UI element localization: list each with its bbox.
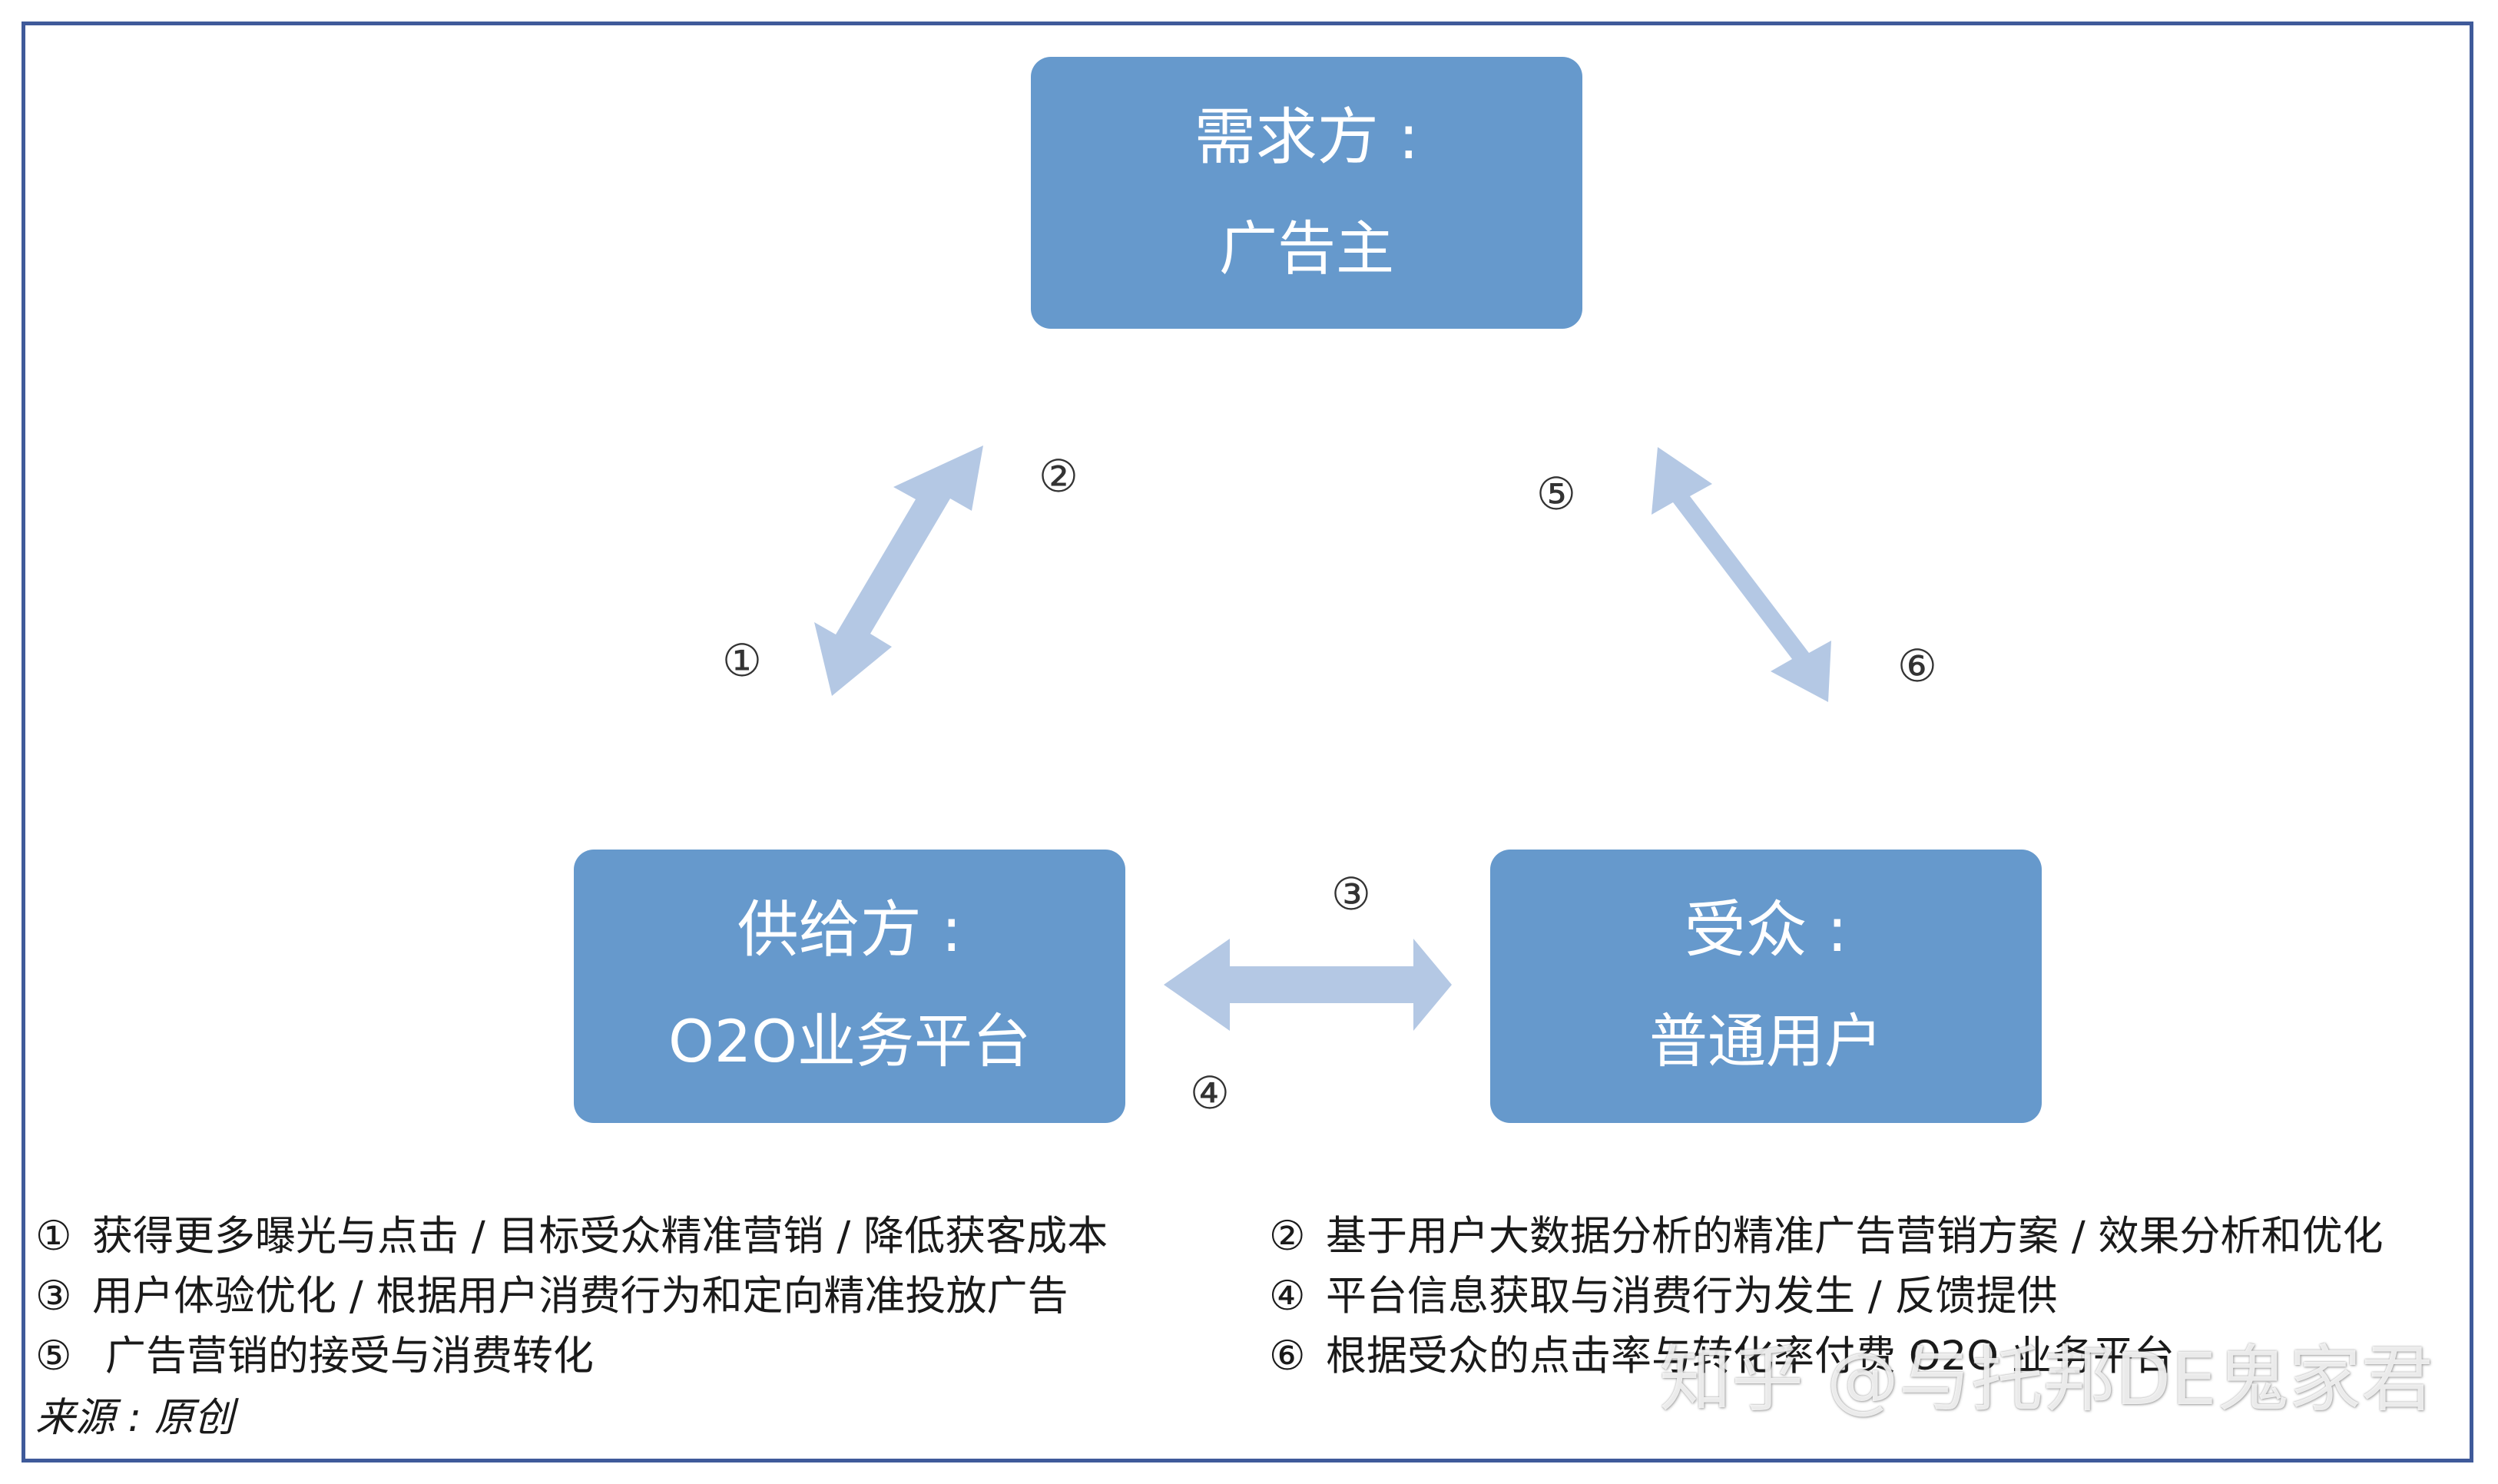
legend-text: 根据受众的点击率与转化率付费 O2O 业务平台 — [1326, 1333, 2175, 1380]
marker-4: ④ — [1190, 1067, 1230, 1119]
legend-marker: ⑤ — [35, 1333, 72, 1380]
marker-6: ⑥ — [1897, 640, 1937, 692]
node-audience-subtitle: 普通用户 — [1649, 1007, 1883, 1075]
node-demand: 需求方 : 广告主 — [1031, 57, 1582, 329]
arrow-supply-audience — [1164, 939, 1452, 1031]
legend-item: ⑤ 广告营销的接受与消费转化 — [35, 1327, 1108, 1387]
source-note: 来源 : 原创 — [35, 1395, 234, 1441]
marker-1: ① — [722, 634, 762, 687]
diagram-frame — [22, 22, 2473, 1462]
node-demand-title: 需求方 : — [1194, 101, 1420, 173]
legend-text: 用户体验优化 / 根据用户消费行为和定向精准投放广告 — [92, 1273, 1068, 1320]
node-demand-subtitle: 广告主 — [1219, 214, 1394, 283]
node-audience: 受众 : 普通用户 — [1490, 850, 2042, 1123]
legend-marker: ⑥ — [1269, 1333, 1306, 1380]
node-audience-title: 受众 : — [1684, 894, 1848, 966]
watermark: 知乎 @与托邦DE鬼家君 — [1659, 1338, 2433, 1422]
node-supply-title: 供给方 : — [737, 894, 962, 966]
legend-item: ④ 平台信息获取与消费行为发生 / 反馈提供 — [1269, 1267, 2384, 1327]
legend-marker: ④ — [1269, 1273, 1306, 1320]
marker-2: ② — [1039, 450, 1078, 502]
legend-text: 广告营销的接受与消费转化 — [92, 1333, 594, 1380]
legend-text: 平台信息获取与消费行为发生 / 反馈提供 — [1326, 1273, 2058, 1320]
legend-item: ③ 用户体验优化 / 根据用户消费行为和定向精准投放广告 — [35, 1267, 1108, 1327]
legend-marker: ② — [1269, 1213, 1306, 1260]
marker-5: ⑤ — [1536, 468, 1576, 520]
legend-marker: ① — [35, 1213, 72, 1260]
node-supply: 供给方 : O2O业务平台 — [574, 850, 1125, 1123]
legend-marker: ③ — [35, 1273, 72, 1320]
marker-3: ③ — [1331, 868, 1371, 920]
legend-item: ① 获得更多曝光与点击 / 目标受众精准营销 / 降低获客成本 — [35, 1207, 1108, 1267]
arrow-supply-demand — [814, 446, 983, 696]
legend-left: ① 获得更多曝光与点击 / 目标受众精准营销 / 降低获客成本 ③ 用户体验优化 /… — [35, 1207, 1108, 1387]
node-supply-subtitle: O2O业务平台 — [668, 1007, 1031, 1075]
legend-text: 基于用户大数据分析的精准广告营销方案 / 效果分析和优化 — [1326, 1213, 2384, 1260]
arrow-demand-audience — [1652, 447, 1831, 702]
legend-text: 获得更多曝光与点击 / 目标受众精准营销 / 降低获客成本 — [92, 1213, 1108, 1260]
legend-item: ⑥ 根据受众的点击率与转化率付费 O2O 业务平台 — [1269, 1327, 2384, 1387]
legend-item: ② 基于用户大数据分析的精准广告营销方案 / 效果分析和优化 — [1269, 1207, 2384, 1267]
legend-right: ② 基于用户大数据分析的精准广告营销方案 / 效果分析和优化 ④ 平台信息获取与消费… — [1269, 1207, 2384, 1387]
